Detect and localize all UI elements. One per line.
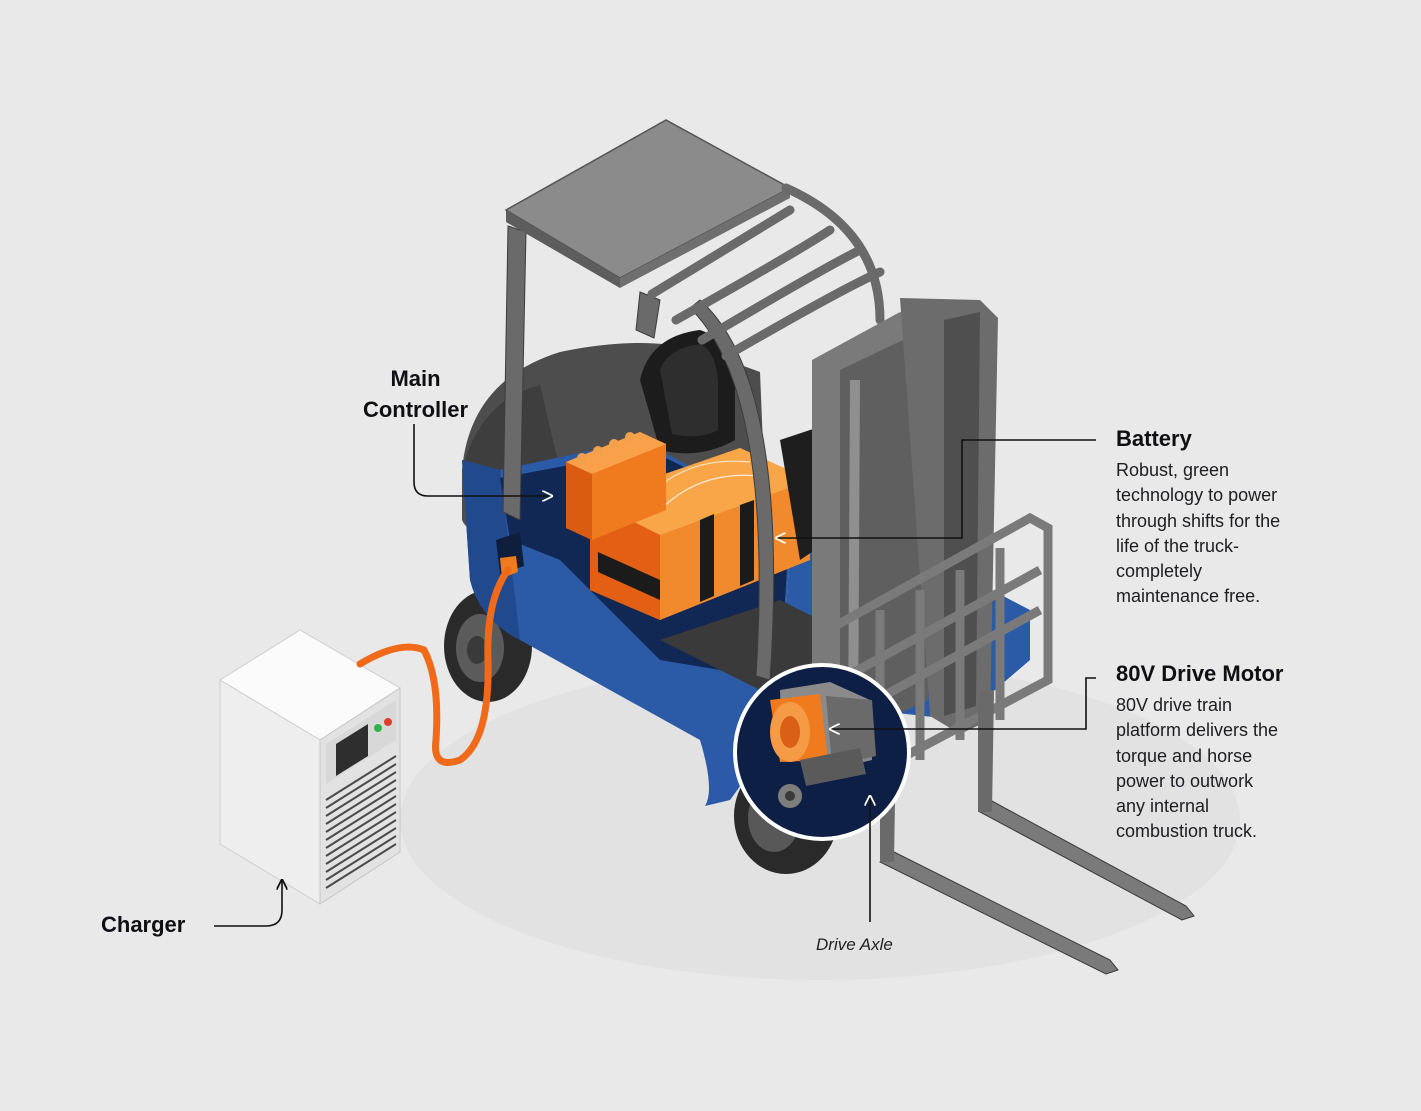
guard-roof: [504, 119, 792, 288]
battery-leader: [776, 439, 1096, 538]
battery-description: Robust, green technology to power throug…: [1116, 458, 1346, 610]
battery-desc-line: Robust, green: [1116, 460, 1230, 480]
drive-motor-leader: [830, 677, 1096, 729]
main-controller-leader: [413, 424, 552, 496]
battery-desc-line: through shifts for the: [1116, 510, 1281, 531]
battery-desc-line: life of the truck-: [1116, 535, 1240, 556]
drive-motor-desc-line: torque and horse: [1116, 745, 1253, 766]
drive-motor-inset: [733, 663, 911, 841]
guard-slats: [647, 183, 885, 361]
battery-desc-line: technology to power: [1116, 485, 1278, 506]
drive-motor-desc-line: platform delivers the: [1116, 720, 1279, 741]
battery-callout: Battery Robust, green technology to powe…: [1116, 428, 1346, 610]
battery-title: Battery: [1116, 426, 1192, 451]
drive-motor-description: 80V drive train platform delivers the to…: [1116, 693, 1346, 845]
main-controller-line2: Controller: [362, 397, 469, 422]
drive-motor-desc-line: 80V drive train: [1116, 695, 1233, 715]
forks: [879, 690, 1195, 975]
charger-label: Charger: [101, 912, 186, 937]
drive-motor-desc-line: power to outwork: [1116, 770, 1254, 791]
seat: [640, 330, 735, 454]
overhead-guard: [502, 225, 775, 681]
battery-desc-line: maintenance free.: [1116, 586, 1261, 607]
main-controller-label: Main Controller: [343, 363, 488, 425]
forklift: [444, 119, 1195, 975]
drive-motor-desc-line: any internal: [1116, 796, 1210, 817]
main-controller-line1: Main: [390, 366, 441, 391]
drive-motor-desc-line: combustion truck.: [1116, 821, 1258, 842]
drive-motor-title: 80V Drive Motor: [1116, 661, 1284, 686]
drive-motor-callout: 80V Drive Motor 80V drive train platform…: [1116, 663, 1346, 845]
battery-desc-line: completely: [1116, 561, 1203, 582]
charger-leader: [214, 880, 282, 927]
charger-cable: [356, 566, 512, 766]
drive-axle-label: Drive Axle: [816, 935, 893, 954]
charger-unit: [219, 629, 401, 905]
main-controller-unit: [566, 432, 666, 540]
